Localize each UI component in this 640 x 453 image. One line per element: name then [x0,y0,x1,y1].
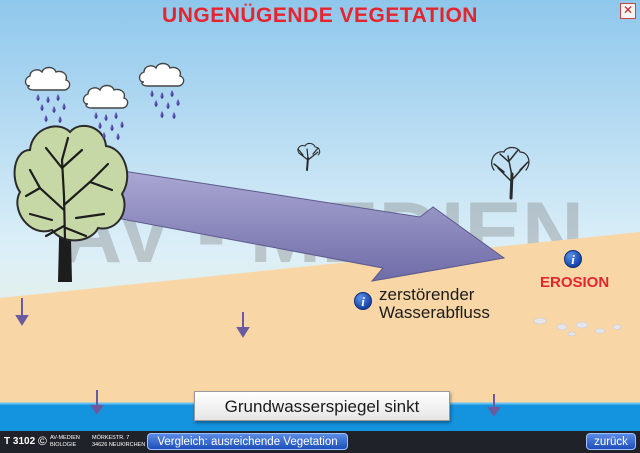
down-arrow-3 [90,390,104,415]
page-title: UNGENÜGENDE VEGETATION [162,4,478,27]
runoff-arrow [73,163,506,282]
runoff-label-line1: zerstörender [379,285,475,304]
bare-tree-icon [491,146,530,200]
publisher-name: AV-MEDIEN [50,435,80,441]
raindrops [36,90,180,140]
footer-bar: T 3102 © AV-MEDIEN BIOLOGIE MÖRKESTR. 7 … [0,431,640,453]
info-button-runoff[interactable]: i [354,292,372,310]
soil-layer [0,232,640,404]
back-button[interactable]: zurück [586,433,636,450]
runoff-label-line2: Wasserabfluss [379,303,490,322]
down-arrow-2 [236,312,250,338]
product-code: T 3102 [4,436,36,447]
publisher-series: BIOLOGIE [50,442,77,448]
erosion-label: EROSION [540,274,610,291]
groundwater-label: Grundwasserspiegel sinkt [194,391,450,421]
close-button[interactable]: ✕ [620,3,636,19]
down-arrow-4 [487,394,501,417]
erosion-pebbles [533,317,622,337]
compare-button[interactable]: Vergleich: ausreichende Vegetation [147,433,348,450]
rain-cloud-icon [24,66,71,91]
publisher-street: MÖRKESTR. 7 [92,435,130,441]
rain-cloud-icon [82,84,129,109]
close-icon: ✕ [622,3,634,17]
tree-icon [13,124,129,282]
rain-cloud-icon [138,62,185,87]
small-tree-icon [297,143,321,171]
info-button-erosion[interactable]: i [564,250,582,268]
publisher-city: 34626 NEUKIRCHEN [92,442,146,448]
copyright-symbol: © [38,434,47,448]
down-arrow-1 [15,298,29,326]
